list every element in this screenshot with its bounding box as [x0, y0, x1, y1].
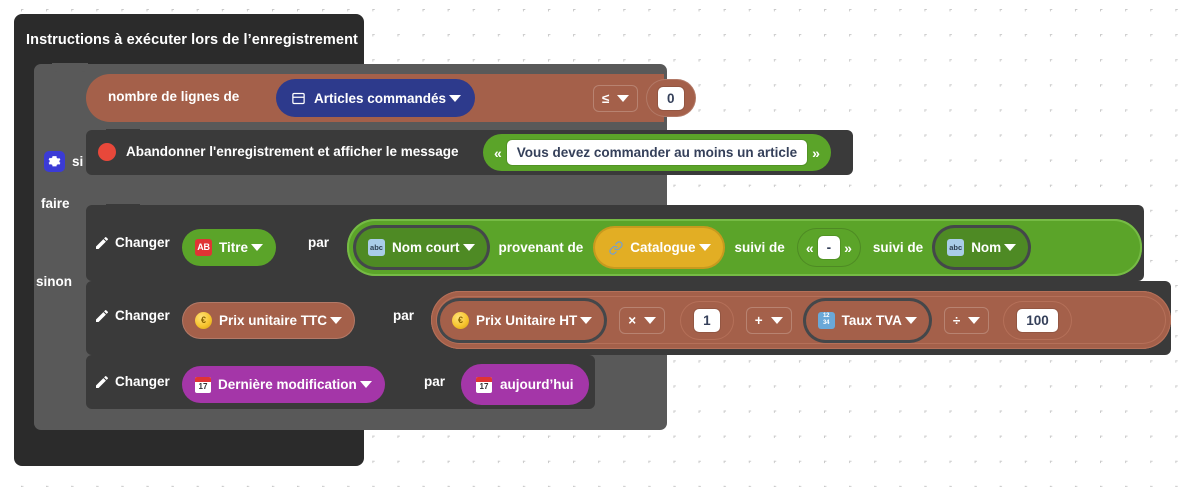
separator-input[interactable]: -	[817, 236, 841, 259]
field-nom[interactable]: abc Nom	[935, 228, 1029, 267]
block-notch	[106, 204, 140, 212]
else-label: sinon	[36, 274, 72, 289]
abort-statement-block[interactable]: Abandonner l'enregistrement et afficher …	[86, 129, 853, 175]
chevron-down-icon[interactable]	[904, 316, 917, 324]
condition-block[interactable]: nombre de lignes de Articles commandés ≤…	[86, 74, 696, 122]
coin-icon: €	[452, 311, 469, 329]
field-label: Catalogue	[630, 240, 696, 255]
pencil-icon	[94, 374, 110, 390]
chevron-down-icon[interactable]	[698, 244, 711, 251]
chevron-down-icon[interactable]	[617, 95, 630, 102]
number-input[interactable]: 1	[694, 308, 720, 332]
calendar-icon: 17	[476, 376, 492, 393]
pencil-icon	[94, 308, 110, 324]
link-icon	[607, 239, 624, 256]
chevron-down-icon[interactable]	[1004, 244, 1017, 251]
coin-icon: €	[195, 312, 212, 329]
set-date-statement-block[interactable]: Changer 17 Dernière modification par 17 …	[86, 354, 595, 409]
operator-label: ≤	[602, 91, 610, 106]
number-one-block[interactable]: 1	[680, 300, 734, 340]
block-notch	[106, 129, 140, 137]
concat-text-3: suivi de	[872, 240, 924, 255]
field-titre[interactable]: AB Titre	[182, 229, 277, 266]
field-label: Dernière modification	[218, 377, 357, 392]
field-label: aujourd’hui	[500, 377, 574, 392]
field-aujourdhui[interactable]: 17 aujourd’hui	[461, 364, 589, 405]
condition-left-text: nombre de lignes de	[108, 89, 240, 104]
operator-multiply-dropdown[interactable]: ×	[619, 307, 665, 334]
field-label: Prix Unitaire HT	[476, 312, 578, 328]
set-title-statement-block[interactable]: Changer AB Titre par abc Nom court prove…	[86, 204, 1144, 281]
chevron-down-icon[interactable]	[580, 316, 593, 324]
number-input[interactable]: 100	[1017, 308, 1058, 332]
operator-label: ×	[628, 312, 637, 328]
pencil-icon	[94, 235, 110, 251]
if-label: si	[72, 154, 84, 169]
field-articles-commandes[interactable]: Articles commandés	[276, 79, 476, 117]
field-prix-unitaire-ht[interactable]: € Prix Unitaire HT	[440, 300, 605, 340]
field-label: Taux TVA	[841, 312, 902, 328]
ab-icon: AB	[195, 239, 212, 256]
abc-icon: abc	[947, 239, 965, 256]
operator-divide-dropdown[interactable]: ÷	[944, 307, 989, 334]
row-verb: Changer	[115, 235, 170, 250]
concat-block[interactable]: abc Nom court provenant de Catalogue sui…	[347, 219, 1142, 276]
row-by-label: par	[308, 235, 330, 250]
operator-plus-dropdown[interactable]: +	[746, 307, 792, 334]
condition-value-input[interactable]: 0	[658, 86, 684, 110]
stop-icon	[98, 143, 116, 161]
row-by-label: par	[393, 308, 415, 323]
field-label: Articles commandés	[314, 90, 447, 106]
quote-open: «	[494, 144, 502, 161]
chevron-down-icon[interactable]	[359, 381, 372, 388]
chevron-down-icon[interactable]	[644, 316, 657, 324]
quote-close: »	[844, 239, 852, 256]
field-label: Nom court	[392, 240, 460, 255]
calendar-icon: 17	[195, 376, 211, 393]
operator-label: +	[754, 312, 763, 328]
message-input[interactable]: Vous devez commander au moins un article	[506, 140, 808, 165]
condition-value-block[interactable]: 0	[646, 79, 696, 117]
chevron-down-icon[interactable]	[330, 317, 343, 324]
block-notch	[52, 63, 88, 72]
field-nom-court[interactable]: abc Nom court	[356, 228, 487, 267]
chevron-down-icon[interactable]	[251, 244, 264, 251]
row-verb: Changer	[115, 308, 170, 323]
comparison-operator-dropdown[interactable]: ≤	[593, 85, 638, 112]
field-prix-unitaire-ttc[interactable]: € Prix unitaire TTC	[182, 302, 356, 339]
concat-text-1: provenant de	[498, 240, 584, 255]
do-label: faire	[41, 196, 70, 211]
field-label: Nom	[971, 240, 1002, 255]
row-verb: Changer	[115, 374, 170, 389]
message-string-block[interactable]: « Vous devez commander au moins un artic…	[483, 134, 831, 171]
row-by-label: par	[424, 374, 446, 389]
block-notch	[106, 280, 140, 288]
chevron-down-icon[interactable]	[770, 316, 783, 324]
page-title: Instructions à exécuter lors de l’enregi…	[26, 32, 358, 48]
chevron-down-icon[interactable]	[462, 244, 475, 251]
separator-string-block[interactable]: « - »	[796, 228, 861, 267]
block-notch	[106, 354, 140, 362]
abc-icon: abc	[368, 239, 385, 256]
chevron-down-icon[interactable]	[968, 316, 981, 324]
field-catalogue[interactable]: Catalogue	[595, 228, 723, 267]
field-label: Prix unitaire TTC	[219, 313, 328, 328]
quote-open: «	[805, 239, 814, 256]
number-hundred-block[interactable]: 100	[1003, 300, 1072, 340]
quote-close: »	[812, 144, 820, 161]
concat-text-2: suivi de	[734, 240, 785, 255]
operator-label: ÷	[952, 312, 961, 328]
table-icon	[290, 90, 307, 107]
chevron-down-icon[interactable]	[449, 94, 462, 102]
abort-text: Abandonner l'enregistrement et afficher …	[126, 144, 459, 159]
gear-icon[interactable]	[44, 151, 65, 172]
field-label: Titre	[219, 240, 249, 255]
field-derniere-modification[interactable]: 17 Dernière modification	[182, 366, 385, 403]
set-price-statement-block[interactable]: Changer € Prix unitaire TTC par € Prix U…	[86, 280, 1171, 355]
